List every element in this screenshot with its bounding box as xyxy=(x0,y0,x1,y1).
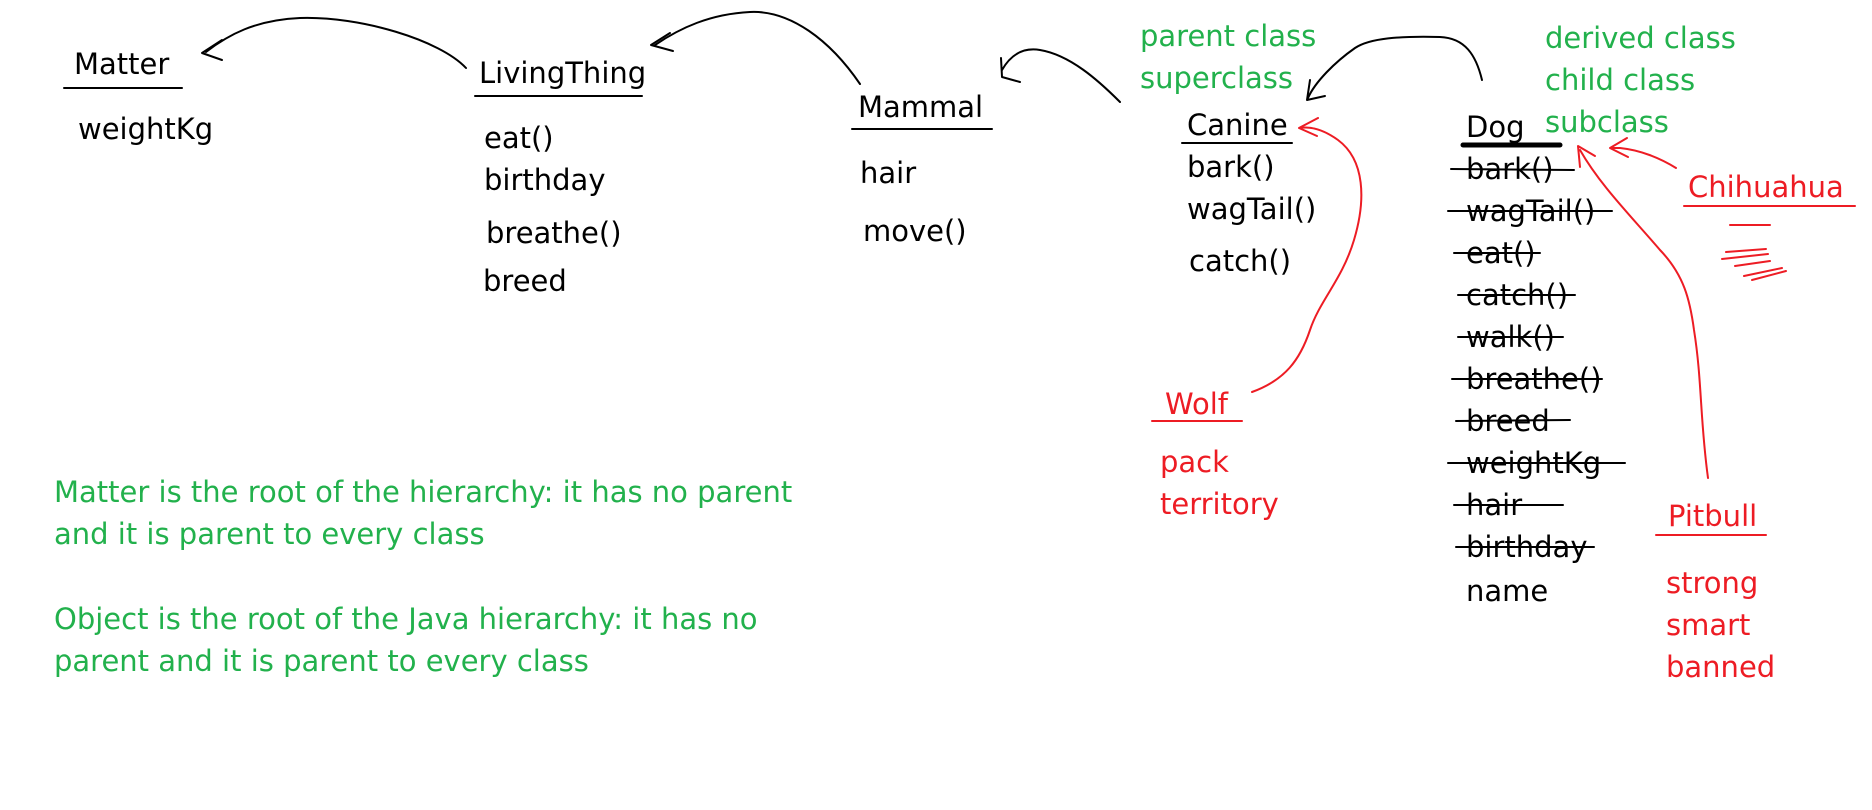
mammal-to-livingthing-arrow xyxy=(654,10,861,85)
dog-member-birthday: birthday xyxy=(1466,530,1588,564)
object-root-note-line-2: parent and it is parent to every class xyxy=(54,644,589,678)
matter-root-note-line-1: Matter is the root of the hierarchy: it … xyxy=(54,475,793,509)
dog-member-catch: catch() xyxy=(1466,278,1569,312)
dog-member-breed: breed xyxy=(1466,404,1550,438)
chihuahua-scribble-3 xyxy=(1743,267,1787,281)
child-class-label: child class xyxy=(1545,63,1696,97)
chihuahua-scribble-2 xyxy=(1721,248,1771,267)
dog-to-canine-arrow xyxy=(1307,35,1483,99)
mammal-class-name: Mammal xyxy=(858,90,984,124)
dog-member-bark: bark() xyxy=(1466,152,1554,186)
dog-member-weightkg: weightKg xyxy=(1466,446,1602,480)
object-root-note-line-1: Object is the root of the Java hierarchy… xyxy=(54,602,758,636)
pitbull-member-strong: strong xyxy=(1666,566,1759,600)
matter-root-note-line-2: and it is parent to every class xyxy=(54,517,485,551)
dog-member-walk: walk() xyxy=(1466,320,1555,354)
strike-breed xyxy=(1455,419,1571,422)
object-root-note: Object is the root of the Java hierarchy… xyxy=(54,598,758,682)
superclass-label: superclass xyxy=(1140,61,1294,95)
livingthing-member-birthday: birthday xyxy=(484,163,606,197)
canine-member-wagtail: wagTail() xyxy=(1187,192,1317,226)
canine-member-catch: catch() xyxy=(1189,244,1292,278)
pitbull-class-name: Pitbull xyxy=(1668,499,1758,533)
dog-to-canine-arrowhead xyxy=(1306,79,1326,101)
livingthing-member-breed: breed xyxy=(483,264,567,298)
matter-member-weightkg: weightKg xyxy=(78,112,214,146)
canine-member-bark: bark() xyxy=(1187,150,1275,184)
subclass-label: subclass xyxy=(1545,105,1669,139)
wolf-member-pack: pack xyxy=(1160,445,1229,479)
chihuahua-to-dog-arrowhead xyxy=(1609,137,1629,158)
matter-class-name: Matter xyxy=(74,47,170,81)
dog-member-breathe: breathe() xyxy=(1466,362,1602,396)
dog-member-hair: hair xyxy=(1466,488,1523,522)
matter-root-note: Matter is the root of the hierarchy: it … xyxy=(54,471,792,555)
wolf-member-territory: territory xyxy=(1160,487,1279,521)
chihuahua-to-dog-arrow xyxy=(1611,147,1677,169)
canine-to-mammal-arrowhead xyxy=(1000,57,1021,83)
dog-member-name: name xyxy=(1466,574,1549,608)
strike-bark xyxy=(1450,168,1575,171)
dog-member-eat: eat() xyxy=(1466,236,1536,270)
pitbull-to-dog-arrow xyxy=(1579,149,1709,479)
mammal-to-livingthing-arrowhead xyxy=(650,32,674,52)
livingthing-member-breathe: breathe() xyxy=(486,216,622,250)
wolf-class-name: Wolf xyxy=(1165,387,1228,421)
dog-member-wagtail: wagTail() xyxy=(1466,194,1596,228)
parent-class-label: parent class xyxy=(1140,19,1317,53)
mammal-member-hair: hair xyxy=(860,156,917,190)
pitbull-member-banned: banned xyxy=(1666,650,1776,684)
dog-class-name: Dog xyxy=(1466,110,1525,144)
pitbull-to-dog-arrowhead xyxy=(1577,145,1596,168)
wolf-to-canine-arrowhead xyxy=(1298,117,1319,137)
mammal-member-move: move() xyxy=(863,214,967,248)
livingthing-member-eat: eat() xyxy=(484,121,554,155)
chihuahua-class-name: Chihuahua xyxy=(1688,170,1844,204)
pitbull-member-smart: smart xyxy=(1666,608,1751,642)
livingthing-to-matter-arrowhead xyxy=(201,39,223,61)
wolf-to-canine-arrow xyxy=(1251,126,1363,393)
livingthing-class-name: LivingThing xyxy=(479,56,647,90)
livingthing-to-matter-arrow xyxy=(205,16,467,69)
derived-class-label: derived class xyxy=(1545,21,1736,55)
canine-to-mammal-arrow xyxy=(1001,48,1121,103)
canine-class-name: Canine xyxy=(1187,108,1288,142)
